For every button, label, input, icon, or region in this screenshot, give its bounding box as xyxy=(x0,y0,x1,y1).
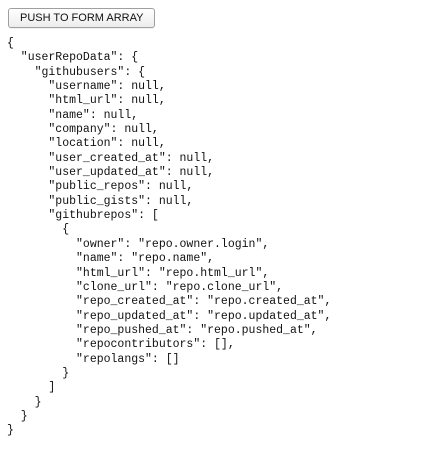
json-line: ] xyxy=(7,381,56,395)
json-line: "repocontributors": [], xyxy=(7,338,235,352)
json-line: "public_gists": null, xyxy=(7,194,194,208)
json-line: "clone_url": "repo.clone_url", xyxy=(7,280,284,294)
json-line: "user_created_at": null, xyxy=(7,151,215,165)
json-line: } xyxy=(7,409,28,423)
json-line: "public_repos": null, xyxy=(7,180,194,194)
json-line: { xyxy=(7,37,14,50)
json-line: } xyxy=(7,395,42,409)
json-line: "username": null, xyxy=(7,80,166,94)
json-line: "githubusers": { xyxy=(7,65,146,79)
json-line: } xyxy=(7,424,14,438)
json-line: "name": "repo.name", xyxy=(7,252,215,266)
json-line: "company": null, xyxy=(7,123,159,137)
json-line: "repo_updated_at": "repo.updated_at", xyxy=(7,309,332,323)
json-line: "owner": "repo.owner.login", xyxy=(7,237,270,251)
json-line: "userRepoData": { xyxy=(7,51,139,65)
json-line: { xyxy=(7,223,70,237)
json-line: "repo_created_at": "repo.created_at", xyxy=(7,295,332,309)
json-line: "location": null, xyxy=(7,137,166,151)
json-line: } xyxy=(7,366,70,380)
json-line: "user_updated_at": null, xyxy=(7,166,215,180)
json-line: "repo_pushed_at": "repo.pushed_at", xyxy=(7,323,318,337)
push-to-form-array-button[interactable]: PUSH TO FORM ARRAY xyxy=(8,8,156,28)
json-line: "repolangs": [] xyxy=(7,352,180,366)
json-line: "html_url": "repo.html_url", xyxy=(7,266,270,280)
json-line: "name": null, xyxy=(7,108,139,122)
json-output: { "userRepoData": { "githubusers": { "us… xyxy=(7,37,331,439)
json-line: "githubrepos": [ xyxy=(7,209,159,223)
json-line: "html_url": null, xyxy=(7,94,166,108)
